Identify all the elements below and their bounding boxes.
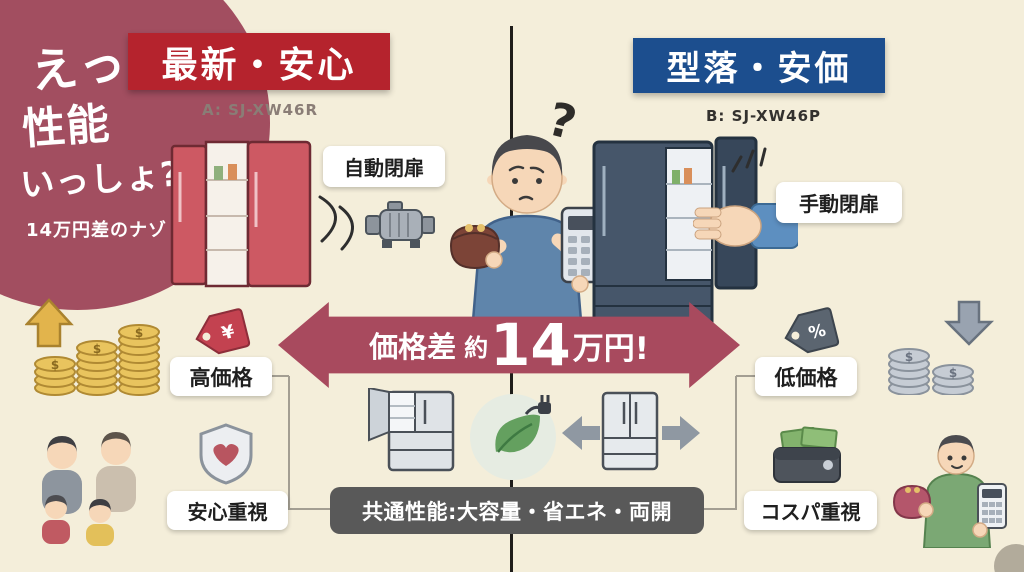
connector-line	[736, 375, 756, 377]
cospa-focus-label: コスパ重視	[760, 500, 861, 524]
arrow-right-icon	[662, 416, 700, 450]
safety-focus-label: 安心重視	[187, 500, 268, 524]
coin-dollar-glyph: $	[905, 350, 913, 364]
high-price-label-box: 高価格	[170, 357, 272, 396]
low-price-label-box: 低価格	[755, 357, 857, 396]
coin-dollar-glyph: $	[949, 366, 957, 380]
intro-title-line-2: 性能	[20, 98, 112, 155]
yen-tag-icon: ¥	[195, 308, 251, 355]
connector-line	[289, 508, 331, 510]
coins-down-icon: $ $	[888, 300, 995, 395]
corner-dot-decoration	[994, 544, 1024, 572]
connector-line	[703, 508, 736, 510]
percent-glyph: %	[807, 320, 828, 344]
coins-up-icon: $ $ $	[25, 298, 160, 396]
common-spec-banner: 共通性能:大容量・省エネ・両開	[330, 487, 704, 534]
common-spec-text: 共通性能:大容量・省エネ・両開	[362, 499, 672, 524]
auto-close-label-box: 自動閉扉	[323, 146, 445, 187]
fridge-a-illustration	[170, 140, 312, 288]
fridge-double-door-icon	[601, 391, 659, 471]
coin-dollar-glyph: $	[93, 342, 101, 356]
safety-focus-label-box: 安心重視	[167, 491, 288, 530]
price-diff-amount: 14	[490, 311, 571, 379]
price-diff-unit: 万円!	[572, 330, 649, 367]
motor-icon	[365, 201, 435, 248]
shopper-illustration	[892, 435, 1007, 548]
manual-close-label-box: 手動閉扉	[776, 182, 902, 223]
connector-line	[288, 376, 290, 510]
percent-tag-icon: %	[784, 307, 840, 354]
new-model-banner-label: 最新・安心	[161, 44, 357, 86]
wallet-icon	[773, 426, 841, 483]
family-illustration	[42, 432, 136, 546]
old-model-banner-label: 型落・安価	[666, 49, 852, 89]
eco-energy-icon	[470, 394, 556, 480]
door-swoosh-icon	[318, 195, 354, 251]
coin-dollar-glyph: $	[135, 326, 143, 340]
motion-dashes-icon	[731, 147, 767, 173]
manual-close-label: 手動閉扉	[799, 192, 879, 216]
auto-close-label: 自動閉扉	[344, 156, 424, 180]
connector-line	[735, 376, 737, 510]
connector-line	[272, 375, 289, 377]
intro-subtitle: 14万円差のナゾ	[26, 220, 168, 241]
person-confused-illustration	[449, 135, 610, 333]
price-diff-approx: 約	[464, 333, 489, 362]
old-model-banner: 型落・安価	[633, 38, 885, 93]
model-a-label: A: SJ-XW46R	[202, 101, 319, 119]
model-b-label: B: SJ-XW46P	[706, 107, 822, 125]
shield-heart-icon	[199, 423, 253, 485]
fridge-b-illustration	[592, 136, 758, 332]
yen-glyph: ¥	[220, 321, 238, 345]
low-price-label: 低価格	[774, 365, 838, 390]
new-model-banner: 最新・安心	[128, 33, 390, 90]
high-price-label: 高価格	[189, 365, 253, 390]
coin-dollar-glyph: $	[51, 358, 59, 372]
fridge-open-icon	[368, 388, 455, 472]
arrow-left-icon	[562, 416, 600, 450]
cospa-focus-label-box: コスパ重視	[744, 491, 877, 530]
price-diff-label: 価格差	[369, 330, 457, 364]
